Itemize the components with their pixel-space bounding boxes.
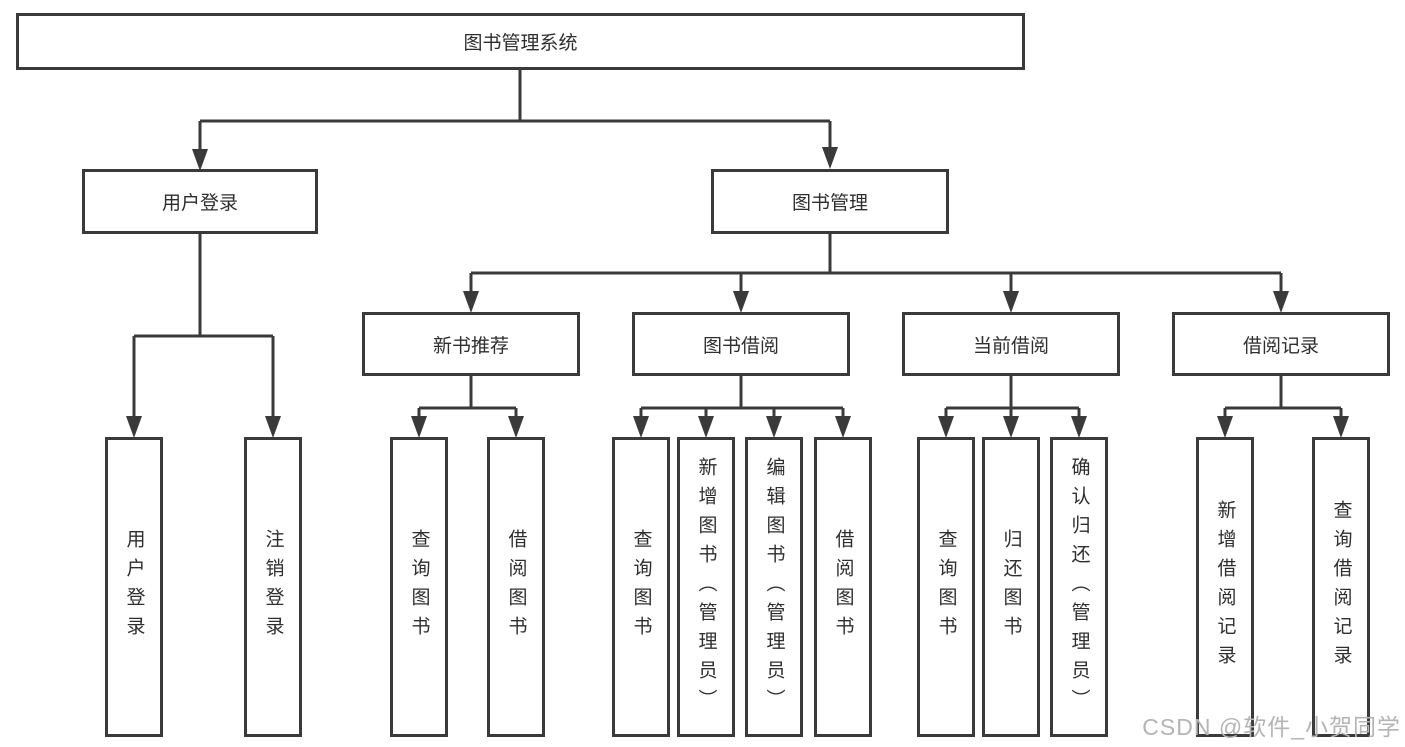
node-new-book-recommend: 新书推荐 [362, 312, 580, 376]
node-borrow-records: 借阅记录 [1172, 312, 1390, 376]
node-label: 借阅记录 [1242, 335, 1319, 357]
leaf-label: 查询借阅记录 [1330, 500, 1352, 674]
leaf-borrow-books: 借阅图书 [814, 437, 872, 737]
leaf-add-borrow-record: 新增借阅记录 [1196, 437, 1254, 737]
leaf-query-borrow-record: 查询借阅记录 [1312, 437, 1370, 737]
leaf-add-book-admin: 新增图书（管理员） [677, 437, 735, 737]
node-book-management: 图书管理 [711, 169, 949, 234]
leaf-label: 查询图书 [630, 529, 652, 645]
node-label: 图书管理 [791, 193, 868, 214]
node-current-borrow: 当前借阅 [902, 312, 1120, 376]
leaf-user-login: 用户登录 [105, 437, 163, 737]
leaf-label: 借阅图书 [505, 529, 527, 645]
node-label: 新书推荐 [432, 335, 509, 357]
leaf-label: 用户登录 [123, 529, 145, 645]
csdn-watermark: CSDN @软件_小贺同学 [1142, 714, 1401, 740]
node-label: 当前借阅 [972, 335, 1049, 357]
leaf-label: 注销登录 [262, 529, 284, 645]
leaf-label: 归还图书 [1000, 529, 1022, 645]
leaf-label: 新增借阅记录 [1214, 500, 1236, 674]
node-library-management-system: 图书管理系统 [16, 13, 1025, 70]
node-book-borrow: 图书借阅 [632, 312, 850, 376]
node-label: 用户登录 [161, 193, 238, 214]
leaf-label: 编辑图书（管理员） [763, 456, 785, 718]
leaf-label: 查询图书 [408, 529, 430, 645]
leaf-label: 借阅图书 [832, 529, 854, 645]
leaf-label: 确认归还（管理员） [1068, 456, 1090, 718]
leaf-confirm-return-admin: 确认归还（管理员） [1050, 437, 1108, 737]
node-label: 图书借阅 [702, 335, 779, 357]
leaf-label: 查询图书 [935, 529, 957, 645]
leaf-edit-book-admin: 编辑图书（管理员） [745, 437, 803, 737]
leaf-borrow-books-recommend: 借阅图书 [487, 437, 545, 737]
leaf-return-book: 归还图书 [982, 437, 1040, 737]
leaf-query-books-current: 查询图书 [917, 437, 975, 737]
leaf-query-books-recommend: 查询图书 [390, 437, 448, 737]
leaf-logout: 注销登录 [244, 437, 302, 737]
leaf-label: 新增图书（管理员） [695, 456, 717, 718]
leaf-query-books-borrow: 查询图书 [612, 437, 670, 737]
node-user-login: 用户登录 [82, 169, 318, 234]
node-label: 图书管理系统 [463, 33, 578, 54]
